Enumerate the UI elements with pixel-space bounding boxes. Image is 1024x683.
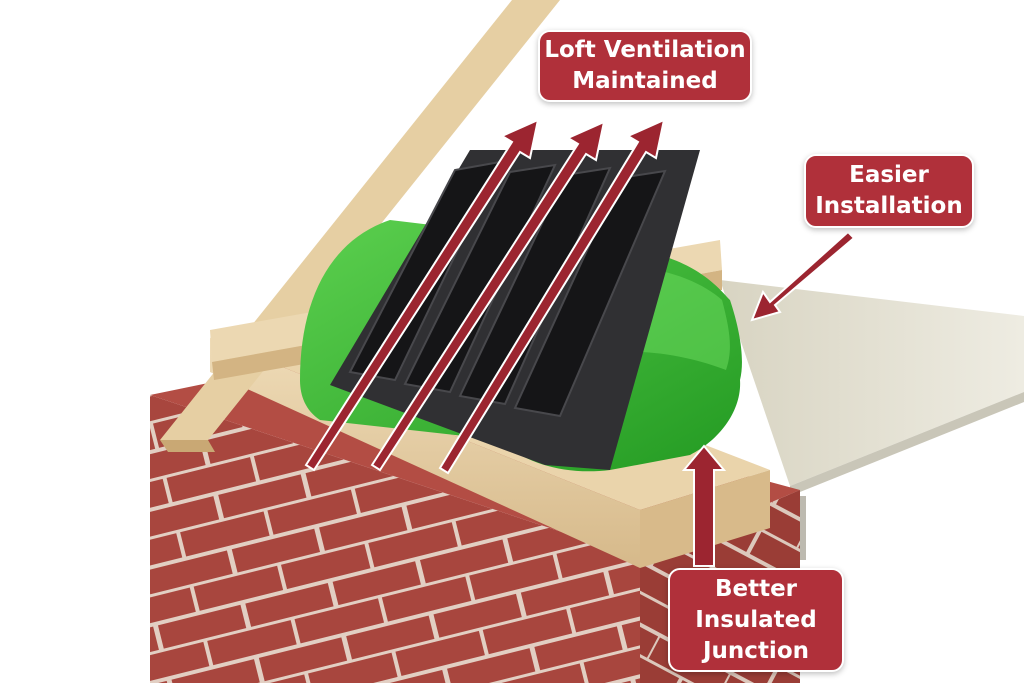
brick-wall-front (150, 395, 640, 683)
airflow-arrow-1 (304, 118, 540, 472)
airflow-arrow-2 (370, 120, 606, 472)
ceiling-board (720, 280, 1024, 486)
callout-easier-line2: Installation (815, 193, 963, 219)
rafter-side (160, 440, 215, 452)
ceiling-board-edge (790, 392, 1024, 496)
callout-loft-ventilation: Loft Ventilation Maintained (538, 30, 752, 102)
callout-loft-line2: Maintained (572, 68, 718, 94)
callout-better-line2: Insulated (695, 606, 817, 633)
airflow-arrows (304, 118, 856, 567)
airflow-arrow-3 (438, 118, 666, 475)
callout-loft-line1: Loft Ventilation (544, 37, 746, 63)
callout-better-line3: Junction (703, 637, 809, 664)
callout-better-insulated-junction: Better Insulated Junction (668, 568, 844, 672)
easier-arrow (750, 230, 856, 322)
callout-better-line1: Better (714, 575, 798, 602)
callout-easier-line1: Easier (849, 162, 929, 188)
callout-easier-installation: Easier Installation (804, 154, 974, 228)
better-arrow (681, 444, 727, 567)
